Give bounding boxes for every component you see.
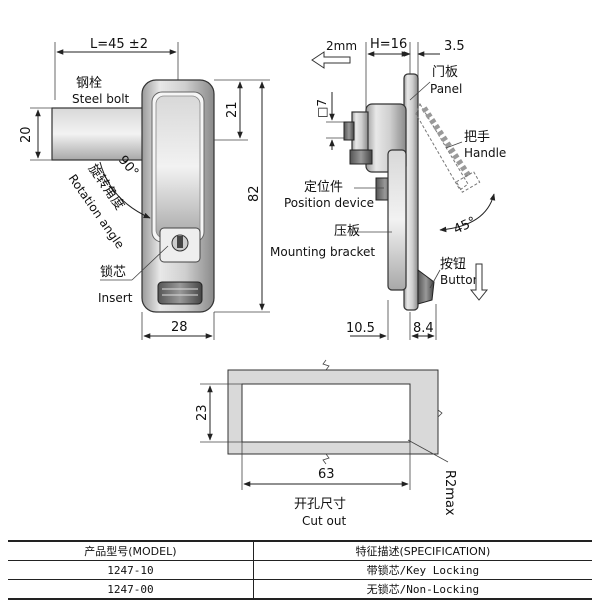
dim-panel-label: 3.5 (444, 39, 465, 54)
steel-bolt-cn-label: 钢栓 (76, 76, 102, 91)
cutout-title-en: Cut out (302, 514, 346, 528)
press-arrow-icon (469, 263, 489, 301)
steel-bolt (51, 107, 149, 161)
side-button (417, 269, 435, 305)
panel-en-label: Panel (430, 82, 462, 96)
insert-en-label: Insert (98, 291, 133, 305)
dim-left-label: 10.5 (346, 321, 375, 336)
spec-table: 产品型号(MODEL) 特征描述(SPECIFICATION) 1247-10 … (8, 540, 592, 600)
handle-cn-label: 把手 (464, 130, 490, 145)
dim-upper-label: 21 (225, 101, 240, 118)
position-en-label: Position device (284, 196, 374, 210)
model-cell: 1247-00 (8, 579, 254, 600)
header-model: 产品型号(MODEL) (8, 540, 254, 561)
model-cell: 1247-10 (8, 560, 254, 580)
mounting-bracket (387, 149, 407, 291)
cutout-view: 23 63 R2max 开孔尺寸 Cut out (195, 359, 457, 528)
push-button (157, 281, 203, 305)
cutout-width-label: 63 (318, 467, 335, 482)
technical-drawing: L=45 ±2 钢栓 Steel bolt 20 21 82 (19, 37, 506, 528)
spec-cell: 带锁芯/Key Locking (253, 560, 592, 580)
spec-cell: 无锁芯/Non-Locking (253, 579, 592, 600)
front-view: L=45 ±2 钢栓 Steel bolt 20 21 82 (19, 37, 270, 340)
cutout-height-label: 23 (195, 404, 210, 421)
position-cn-label: 定位件 (304, 180, 343, 195)
cutout-radius-label: R2max (442, 470, 457, 516)
dim-bolt-height-label: 20 (19, 126, 34, 143)
button-en-label: Button (440, 273, 480, 287)
dim-right-label: 8.4 (413, 321, 434, 336)
dim-length-label: L=45 ±2 (90, 37, 148, 52)
insert-cn-label: 锁芯 (100, 264, 126, 280)
side-view: 2mm H=16 3.5 □7 门板 P (270, 37, 506, 340)
cutout-title-cn: 开孔尺寸 (294, 497, 346, 512)
bracket-cn-label: 压板 (334, 224, 360, 239)
spec-table-header: 产品型号(MODEL) 特征描述(SPECIFICATION) (8, 540, 592, 561)
table-row: 1247-10 带锁芯/Key Locking (8, 560, 592, 580)
button-cn-label: 按钮 (440, 257, 466, 272)
cutout-opening (241, 383, 411, 443)
bracket-en-label: Mounting bracket (270, 245, 375, 259)
dim-width-label: 28 (171, 320, 188, 335)
steel-bolt-en-label: Steel bolt (72, 92, 130, 106)
handle-en-label: Handle (464, 146, 506, 160)
header-spec: 特征描述(SPECIFICATION) (253, 540, 592, 561)
square-size-label: □7 (315, 99, 329, 118)
table-row: 1247-00 无锁芯/Non-Locking (8, 579, 592, 600)
panel-cn-label: 门板 (432, 65, 458, 80)
angle-label: 45° (451, 214, 478, 237)
dim-total-height-label: 82 (247, 185, 262, 202)
dim-h-label: H=16 (370, 37, 407, 52)
movement-label: 2mm (326, 39, 357, 53)
